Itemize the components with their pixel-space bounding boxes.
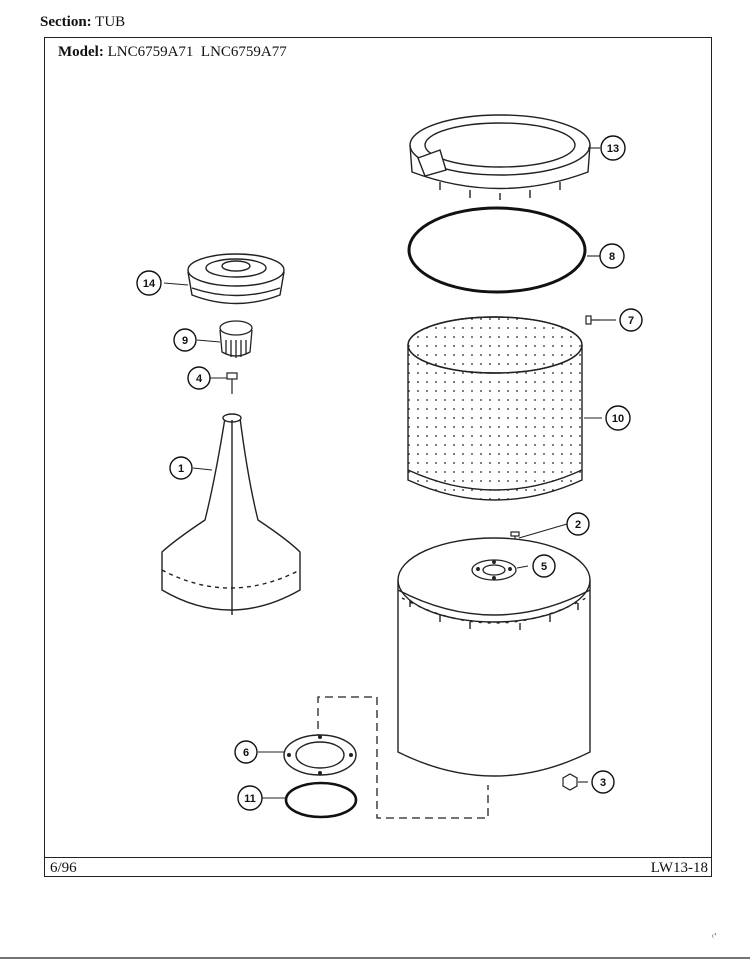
callout-3: 3 xyxy=(600,777,606,789)
callout-9: 9 xyxy=(182,335,188,347)
part-9-nut xyxy=(219,320,253,358)
assembly-guide-line xyxy=(317,696,489,819)
part-11-o-ring xyxy=(284,781,358,819)
section-label: Section: xyxy=(40,14,92,30)
model-label: Model: xyxy=(58,44,104,60)
corner-mark: ᶜ' xyxy=(712,932,717,943)
callout-8: 8 xyxy=(609,251,615,263)
callout-7: 7 xyxy=(628,315,634,327)
part-7-screw xyxy=(585,315,600,325)
footer-code: LW13-18 xyxy=(650,860,708,876)
callout-leaders xyxy=(163,147,616,799)
diagram-frame xyxy=(44,37,712,877)
part-8-gasket xyxy=(407,206,587,294)
footer-divider xyxy=(44,857,712,858)
section-value: TUB xyxy=(95,14,126,30)
callout-circles xyxy=(136,135,643,811)
callout-4: 4 xyxy=(196,373,203,385)
footer-date: 6/96 xyxy=(50,860,77,876)
part-14-cap xyxy=(187,253,285,305)
part-3-bolt xyxy=(562,773,578,791)
callout-6: 6 xyxy=(243,747,249,759)
model-heading: Model: LNC6759A71 LNC6759A77 xyxy=(58,44,287,61)
model-value: LNC6759A71 LNC6759A77 xyxy=(107,44,287,60)
callout-13: 13 xyxy=(607,143,619,155)
part-6-seal xyxy=(283,734,357,776)
callout-5: 5 xyxy=(541,561,547,573)
part-4-bolt xyxy=(226,372,238,394)
part-10-basket xyxy=(407,316,583,501)
callout-11: 11 xyxy=(244,793,256,805)
part-1-agitator xyxy=(161,413,301,615)
part-5-flange xyxy=(471,559,517,581)
callout-14: 14 xyxy=(143,278,156,290)
section-heading: Section: TUB xyxy=(40,14,125,31)
callout-2: 2 xyxy=(575,519,581,531)
part-13-tub-ring xyxy=(409,114,591,200)
callout-1: 1 xyxy=(178,463,184,475)
callout-10: 10 xyxy=(612,413,624,425)
